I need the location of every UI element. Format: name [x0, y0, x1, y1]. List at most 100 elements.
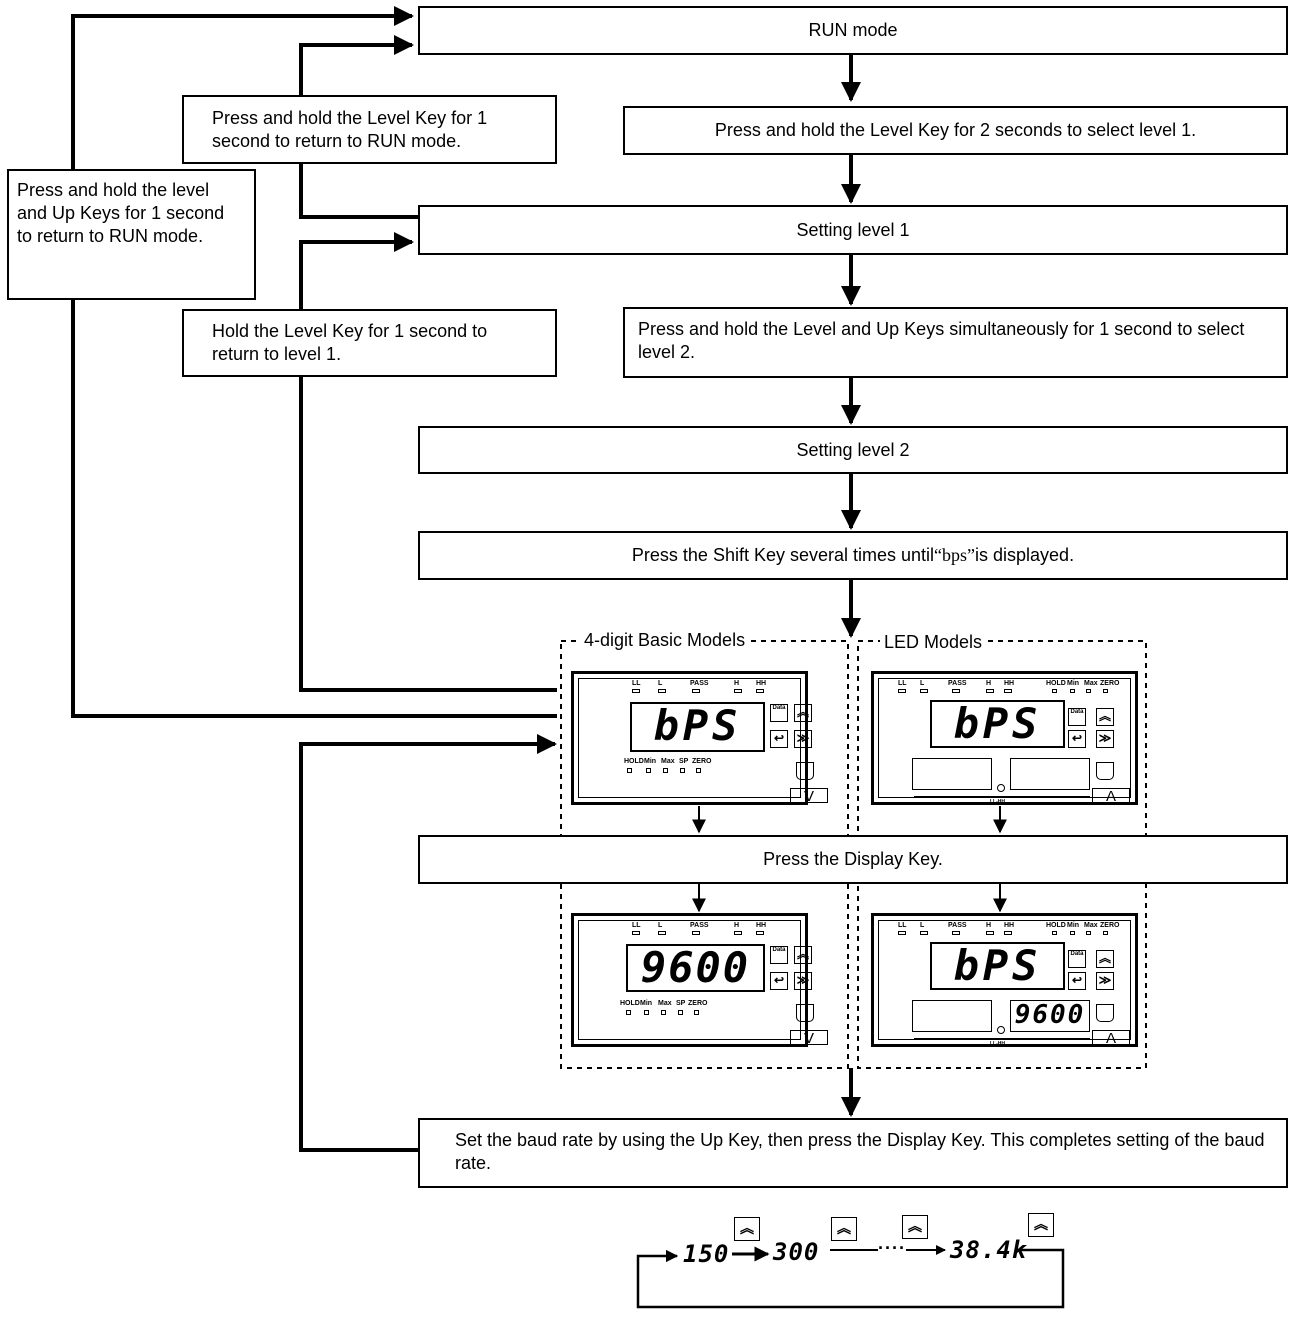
set-baud-box: Set the baud rate by using the Up Key, t…	[418, 1118, 1288, 1188]
return-run-level-up-box: Press and hold the level and Up Keys for…	[7, 169, 256, 300]
display-key-icon: ↩	[770, 730, 788, 748]
data-key-icon: Data	[770, 946, 788, 964]
right-label-zero: ZERO	[1100, 922, 1120, 929]
unit-label-a: A	[1092, 788, 1130, 805]
baud-value-300: 300	[773, 1238, 820, 1266]
right-label-max: Max	[1084, 922, 1098, 929]
bar-label: LL-HH	[990, 799, 1005, 805]
display-key-icon: ↩	[1068, 730, 1086, 748]
up-key-icon: ︽	[794, 946, 812, 964]
data-key-label: Data	[1070, 951, 1084, 957]
led-label-l: L	[658, 680, 663, 687]
led-meter-bps: LL L PASS H HH HOLD Min Max ZERO bPS Dat…	[871, 671, 1138, 805]
bottom-label-min: Min	[640, 1000, 653, 1007]
indicator-circle-icon	[997, 784, 1005, 792]
data-key-icon: Data	[1068, 708, 1086, 726]
group-led-label: LED Models	[880, 631, 987, 653]
up-key-icon: ︽	[1096, 950, 1114, 968]
data-key-label: Data	[1070, 709, 1084, 715]
level-key-icon	[1096, 762, 1114, 780]
bottom-label-sp: SP	[679, 758, 689, 765]
led-label-l: L	[658, 922, 663, 929]
data-key-icon: Data	[770, 704, 788, 722]
unit-label-v: V	[790, 788, 828, 805]
baud-value-38-4k: 38.4k	[950, 1236, 1028, 1264]
bottom-label-min: Min	[644, 758, 657, 765]
right-label-max: Max	[1084, 680, 1098, 687]
right-label-hold: HOLD	[1046, 680, 1066, 687]
bottom-label-max: Max	[661, 758, 675, 765]
bottom-label-hold: HOLD	[624, 758, 644, 765]
lower-right-display	[1010, 758, 1090, 790]
display-key-box: Press the Display Key.	[418, 835, 1288, 884]
led-label-h: H	[734, 680, 740, 687]
display-key-icon: ↩	[1068, 972, 1086, 990]
unit-label-v: V	[790, 1030, 828, 1047]
led-label-l: L	[920, 680, 925, 687]
lower-left-display	[912, 758, 992, 790]
sequence-ellipsis: ····	[878, 1238, 906, 1258]
level-key-icon	[796, 1004, 814, 1022]
level-key-icon	[1096, 1004, 1114, 1022]
lower-left-display	[912, 1000, 992, 1032]
shift-key-text-post: is displayed.	[975, 545, 1075, 565]
bottom-label-zero: ZERO	[692, 758, 712, 765]
bottom-label-max: Max	[658, 1000, 672, 1007]
led-label-hh: HH	[1004, 680, 1015, 687]
setting-level2-box: Setting level 2	[418, 426, 1288, 474]
basic-meter-display-9600: 9600	[626, 944, 765, 992]
shift-key-icon: ≫	[794, 972, 812, 990]
select-level1-box: Press and hold the Level Key for 2 secon…	[623, 106, 1288, 155]
up-key-icon: ︽	[831, 1217, 857, 1241]
seq-loop-back	[636, 1248, 1065, 1309]
led-label-pass: PASS	[690, 922, 709, 929]
return-path-to-level1	[299, 232, 557, 692]
led-label-h: H	[986, 680, 992, 687]
led-meter-display-bps: bPS	[930, 700, 1065, 748]
unit-label-a: A	[1092, 1030, 1130, 1047]
level-key-icon	[796, 762, 814, 780]
led-label-h: H	[734, 922, 740, 929]
shift-key-text-pre: Press the Shift Key several times until	[631, 545, 935, 565]
bottom-label-hold: HOLD	[620, 1000, 640, 1007]
up-key-icon: ︽	[1096, 708, 1114, 726]
led-meter-display-bps: bPS	[930, 942, 1065, 990]
shift-key-box: Press the Shift Key several times until …	[418, 531, 1288, 580]
group-basic-label: 4-digit Basic Models	[580, 629, 750, 651]
data-key-label: Data	[772, 705, 786, 711]
display-key-icon: ↩	[770, 972, 788, 990]
bps-code: “bps”	[934, 545, 976, 565]
right-label-hold: HOLD	[1046, 922, 1066, 929]
led-label-hh: HH	[1004, 922, 1015, 929]
led-label-hh: HH	[756, 680, 767, 687]
bottom-label-zero: ZERO	[688, 1000, 708, 1007]
up-key-icon: ︽	[794, 704, 812, 722]
right-label-zero: ZERO	[1100, 680, 1120, 687]
data-key-icon: Data	[1068, 950, 1086, 968]
baud-value-150: 150	[683, 1240, 730, 1268]
led-label-h: H	[986, 922, 992, 929]
return-run-box: Press and hold the Level Key for 1 secon…	[182, 95, 557, 164]
bottom-label-sp: SP	[676, 1000, 686, 1007]
run-mode-box: RUN mode	[418, 6, 1288, 55]
led-label-ll: LL	[632, 922, 641, 929]
return-level1-box: Hold the Level Key for 1 second to retur…	[182, 309, 557, 377]
bar-label: LL-HH	[990, 1041, 1005, 1047]
indicator-circle-icon	[997, 1026, 1005, 1034]
up-key-icon: ︽	[1028, 1213, 1054, 1237]
basic-meter-bps: LL L PASS H HH bPS Data ︽ ↩ ≫ HOLD Min M…	[571, 671, 828, 805]
led-label-ll: LL	[898, 680, 907, 687]
led-label-ll: LL	[632, 680, 641, 687]
right-label-min: Min	[1067, 680, 1080, 687]
right-label-min: Min	[1067, 922, 1080, 929]
lower-right-display-9600: 9600	[1010, 1000, 1090, 1032]
select-level2-box: Press and hold the Level and Up Keys sim…	[623, 307, 1288, 378]
led-label-pass: PASS	[948, 922, 967, 929]
return-path-to-run-outer	[71, 6, 557, 718]
shift-key-icon: ≫	[1096, 730, 1114, 748]
led-meter-bps-9600: LL L PASS H HH HOLD Min Max ZERO bPS Dat…	[871, 913, 1138, 1047]
basic-meter-display-bps: bPS	[630, 702, 765, 752]
led-label-ll: LL	[898, 922, 907, 929]
setting-level1-box: Setting level 1	[418, 205, 1288, 255]
led-label-l: L	[920, 922, 925, 929]
